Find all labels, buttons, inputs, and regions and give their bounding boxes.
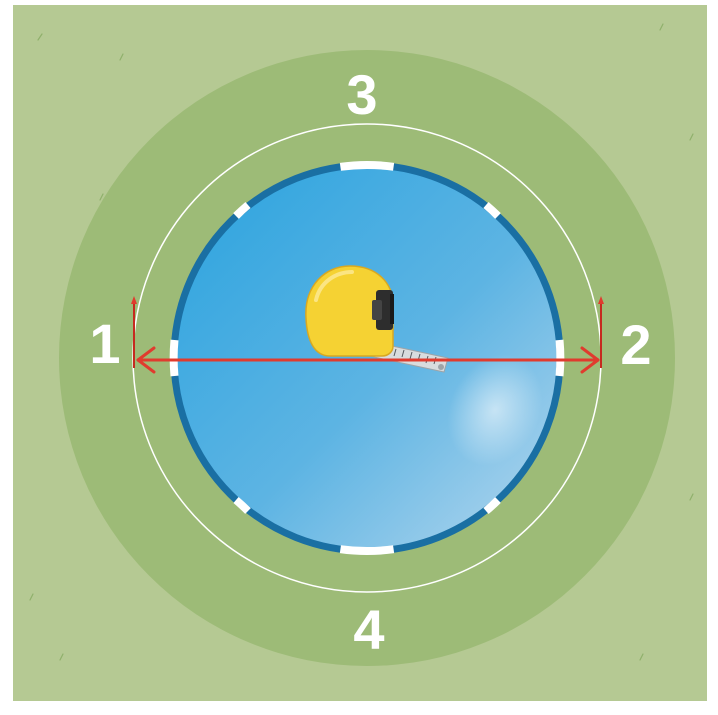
stake-icon — [131, 296, 137, 368]
tape-measure-icon — [305, 265, 449, 373]
double-headed-arrow-icon — [136, 346, 600, 374]
marker-label-bottom: 4 — [353, 598, 385, 661]
marker-label-left: 1 — [89, 312, 121, 375]
pool-rim-gaps — [169, 161, 565, 555]
marker-label-top: 3 — [346, 63, 378, 126]
stake-icon — [598, 296, 604, 368]
marker-label-right: 2 — [620, 313, 652, 376]
water-glare — [447, 354, 543, 466]
